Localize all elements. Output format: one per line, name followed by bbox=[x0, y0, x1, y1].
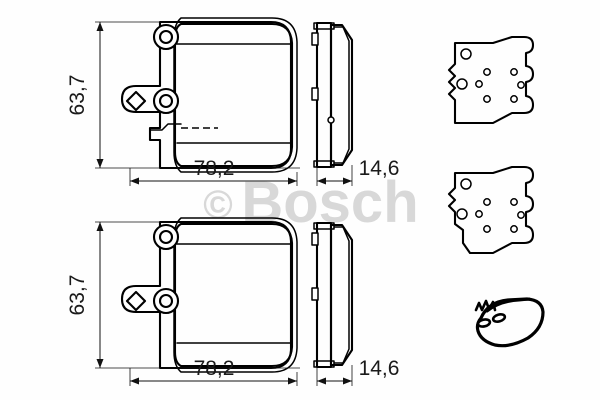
side-lug-top bbox=[311, 32, 319, 46]
dimension-thickness-upper: 14,6 bbox=[316, 157, 400, 186]
dimension-label-thickness-upper: 14,6 bbox=[359, 157, 400, 180]
shim-hole-small-5 bbox=[517, 81, 525, 89]
clip-eyelet-left bbox=[476, 318, 492, 328]
pad-front-view-upper bbox=[120, 17, 298, 173]
dimension-label-height-lower: 63,7 bbox=[66, 275, 89, 316]
pad-square-hole bbox=[125, 90, 147, 112]
pad-boss-lower-hole bbox=[158, 93, 174, 109]
pad-side-view-lower bbox=[311, 221, 354, 369]
clip-eyelet-right bbox=[491, 313, 507, 323]
dimension-label-height-upper: 63,7 bbox=[66, 75, 89, 116]
side-pin-hole bbox=[327, 116, 335, 124]
watermark-copyright-symbol: © bbox=[203, 183, 232, 227]
shim-lower-hole-small-6 bbox=[510, 225, 518, 233]
dimension-thickness-lower: 14,6 bbox=[316, 357, 400, 386]
shim-lower-hole-small-4 bbox=[510, 198, 518, 206]
shim-lower-hole-large-1 bbox=[460, 178, 472, 190]
dimension-label-thickness-lower: 14,6 bbox=[359, 357, 400, 380]
shim-hole-large-1 bbox=[460, 48, 472, 60]
pad-side-view-upper bbox=[311, 21, 354, 169]
dimension-label-width-upper: 78,2 bbox=[194, 157, 235, 180]
shim-hole-large-2 bbox=[456, 78, 468, 90]
dimension-width-lower: 78,2 bbox=[129, 357, 298, 386]
shim-lower-hole-large-2 bbox=[456, 208, 468, 220]
pad-boss-upper-hole bbox=[158, 29, 174, 45]
shim-lower-hole-small-1 bbox=[483, 198, 491, 206]
side-lug-middle bbox=[311, 87, 319, 101]
shim-hole-small-1 bbox=[483, 68, 491, 76]
shim-lower-hole-small-5 bbox=[517, 211, 525, 219]
pad-square-hole-lower bbox=[125, 290, 147, 312]
pad-boss-lower-hole-lower bbox=[158, 293, 174, 309]
side-lug-middle-lower bbox=[311, 287, 319, 301]
wear-sensor-clip bbox=[474, 297, 545, 348]
shim-hole-small-6 bbox=[510, 95, 518, 103]
shim-plate-lower bbox=[447, 165, 535, 255]
dimension-label-width-lower: 78,2 bbox=[194, 357, 235, 380]
pad-wear-sensor-tab bbox=[149, 123, 182, 131]
shim-hole-small-4 bbox=[510, 68, 518, 76]
side-lug-top-lower bbox=[311, 232, 319, 246]
shim-lower-hole-small-3 bbox=[483, 225, 491, 233]
pad-boss-upper-hole-lower bbox=[158, 229, 174, 245]
dimension-width-upper: 78,2 bbox=[129, 157, 298, 186]
shim-plate-upper bbox=[447, 35, 535, 125]
pad-front-view-lower bbox=[120, 217, 298, 373]
shim-hole-small-3 bbox=[483, 95, 491, 103]
dimension-height-upper: 63,7 bbox=[66, 21, 300, 169]
shim-lower-hole-small-2 bbox=[475, 210, 483, 218]
shim-hole-small-2 bbox=[475, 80, 483, 88]
dimension-height-lower: 63,7 bbox=[66, 221, 300, 369]
